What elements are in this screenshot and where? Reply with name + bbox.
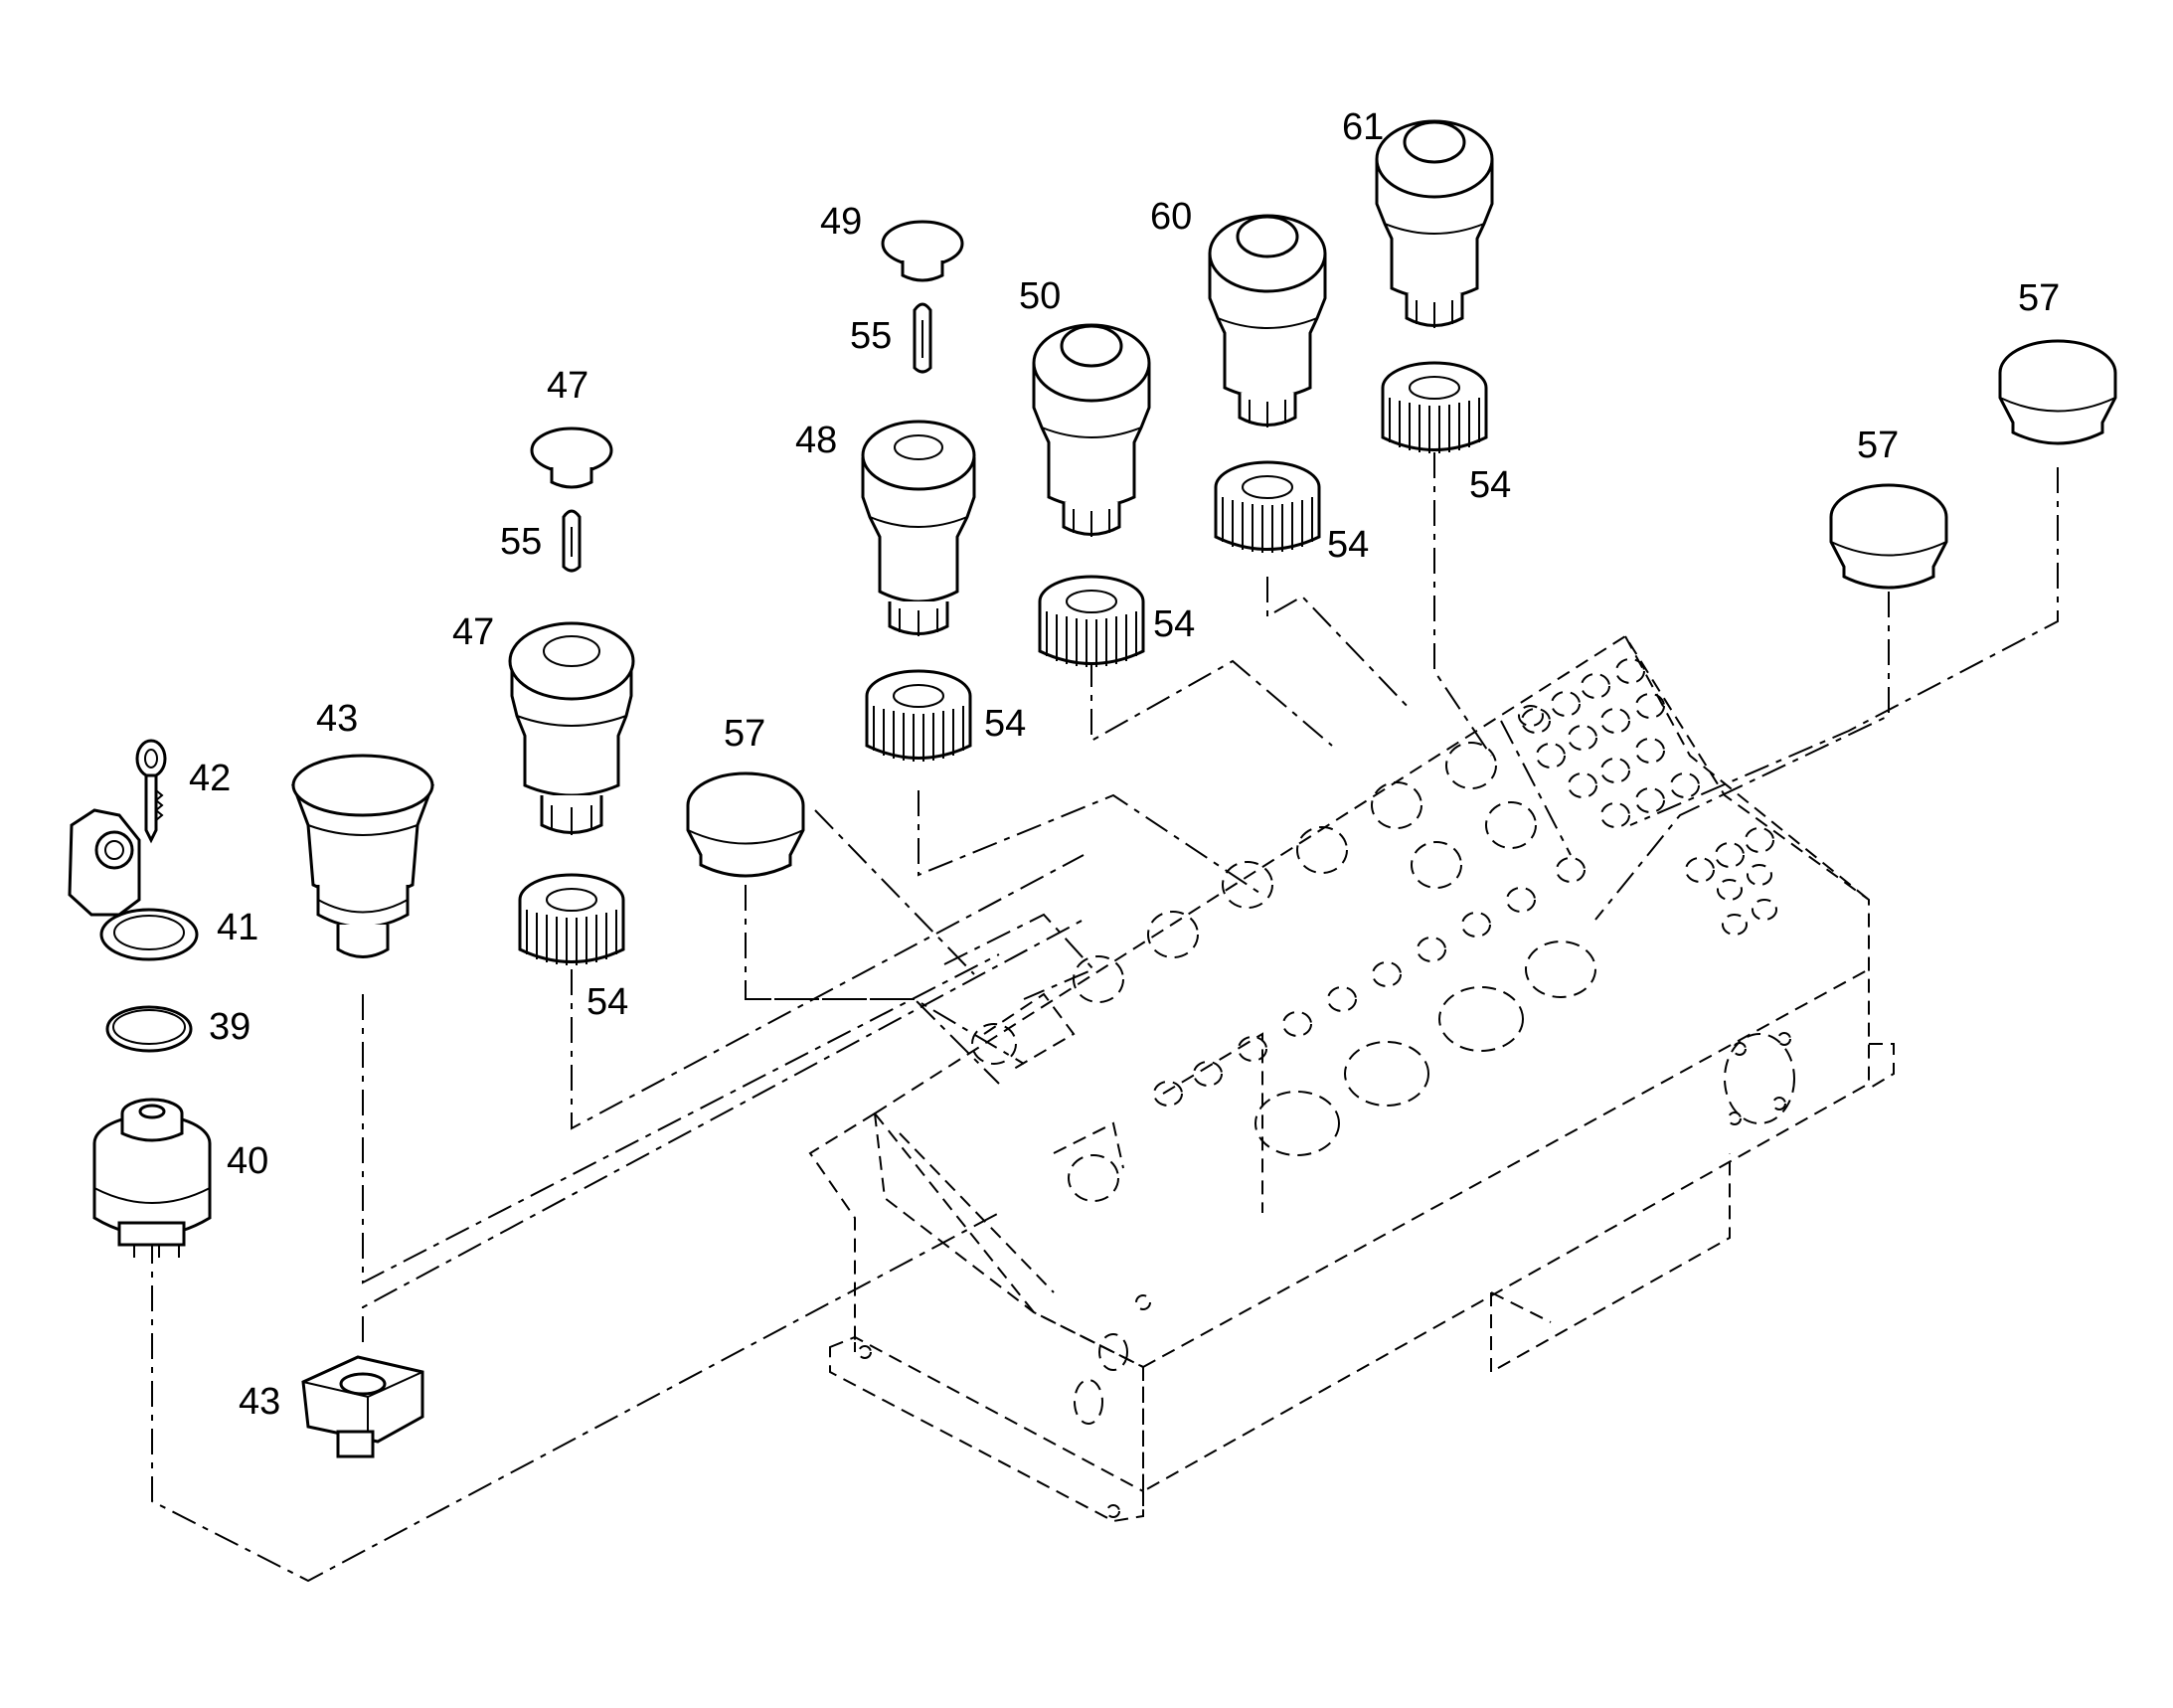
callout-42: 42	[189, 758, 231, 799]
indicator-48	[861, 420, 976, 636]
callout-47-cap: 47	[547, 365, 588, 407]
callout-54-b: 54	[984, 703, 1026, 745]
callout-43-button: 43	[316, 698, 358, 740]
callout-labels: 61 49 60 50 55 57 47 48 57 54 55 54 47 5…	[189, 106, 2060, 1423]
knurled-nut-54-b	[865, 669, 972, 762]
callout-57-left: 57	[724, 713, 765, 755]
callout-57-right: 57	[1857, 425, 1899, 466]
bulb-55-left	[562, 509, 582, 573]
callout-55-left: 55	[500, 521, 542, 563]
o-ring-39	[105, 1005, 193, 1053]
callout-54-e: 54	[1469, 464, 1511, 506]
switch-cover-41	[68, 808, 199, 961]
callout-48: 48	[795, 420, 837, 461]
push-button-50	[1032, 323, 1151, 537]
callout-54-c: 54	[1153, 603, 1195, 645]
assembly-leader-lines	[151, 452, 2059, 1583]
lens-cap-49	[881, 220, 964, 282]
key-42	[135, 739, 167, 844]
callout-55-top: 55	[850, 315, 892, 357]
callout-39: 39	[209, 1006, 251, 1048]
callout-40: 40	[227, 1140, 268, 1182]
callout-61: 61	[1342, 106, 1384, 148]
knurled-nut-54-e	[1381, 361, 1488, 453]
callout-54-d: 54	[1327, 524, 1369, 566]
blank-plug-57-far-right	[1998, 339, 2117, 445]
knurled-nut-54-a	[518, 873, 625, 965]
knurled-nut-54-d	[1214, 460, 1321, 553]
callout-57-far-right: 57	[2018, 277, 2060, 319]
push-button-61	[1375, 119, 1494, 328]
knurled-nut-54-c	[1038, 575, 1145, 667]
bulb-55-top	[913, 302, 932, 374]
callout-60: 60	[1150, 196, 1192, 238]
lens-cap-47	[530, 427, 613, 489]
blank-plug-57-left	[686, 771, 805, 878]
ignition-switch-body-40	[92, 1098, 212, 1258]
indicator-body-47	[508, 621, 635, 835]
control-panel-housing	[808, 634, 1895, 1523]
callout-50: 50	[1019, 275, 1061, 317]
stop-button-43	[291, 754, 434, 958]
callout-43-block: 43	[239, 1381, 280, 1423]
callout-54-a: 54	[586, 981, 628, 1023]
callout-47-body: 47	[452, 611, 494, 653]
push-button-60	[1208, 214, 1327, 427]
blank-plug-57-right	[1829, 483, 1948, 590]
callout-41: 41	[217, 907, 258, 948]
contact-block-43	[301, 1355, 424, 1458]
callout-49: 49	[820, 201, 862, 243]
